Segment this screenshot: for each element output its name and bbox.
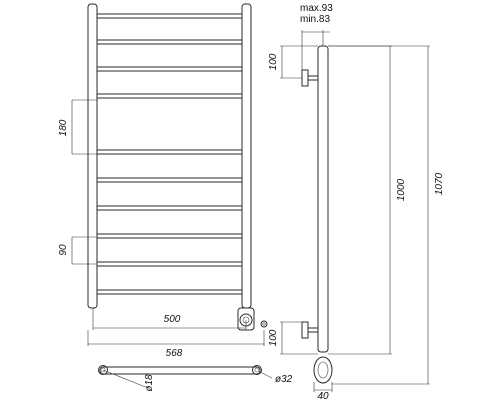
left-post xyxy=(98,365,108,375)
rungs xyxy=(96,13,243,295)
top-view: ø18 ø32 xyxy=(98,365,293,392)
right-post xyxy=(252,365,262,375)
side-tube xyxy=(317,45,329,353)
dim-100-top-label: 100 xyxy=(268,53,279,70)
front-view: 180 90 500 568 xyxy=(58,3,268,359)
rung xyxy=(96,205,243,211)
rung xyxy=(96,261,243,267)
wall-bracket xyxy=(260,320,268,328)
dim-100-bottom-label: 100 xyxy=(268,329,279,346)
dim-1000-label: 1000 xyxy=(396,178,407,201)
tube-diameter-label: ø18 xyxy=(144,374,155,392)
left-upright xyxy=(87,3,98,309)
dim-180-label: 180 xyxy=(58,119,69,136)
rung xyxy=(96,13,243,19)
rung xyxy=(96,233,243,239)
rung xyxy=(96,177,243,183)
bottom-bracket-arm xyxy=(307,327,319,333)
max-depth-label: max.93 xyxy=(300,3,333,14)
rung xyxy=(96,39,243,45)
rung xyxy=(96,93,243,99)
post-diameter-label: ø32 xyxy=(275,374,293,385)
bottom-bracket-plate xyxy=(301,321,309,339)
top-bracket-arm xyxy=(307,75,319,81)
top-bracket-plate xyxy=(301,69,309,87)
top-tube xyxy=(99,366,261,375)
dim-500-label: 500 xyxy=(164,314,181,325)
min-depth-label: min.83 xyxy=(300,14,330,25)
rung xyxy=(96,66,243,72)
right-upright xyxy=(241,3,252,309)
side-view: max.93 min.83 100 100 1000 1070 40 xyxy=(268,3,445,400)
side-connector xyxy=(313,356,333,384)
dim-1070-label: 1070 xyxy=(434,172,445,195)
dim-568-label: 568 xyxy=(166,348,183,359)
dim-40-label: 40 xyxy=(317,391,329,400)
rung xyxy=(96,149,243,155)
rung xyxy=(96,289,243,295)
dim-90-label: 90 xyxy=(58,244,69,256)
